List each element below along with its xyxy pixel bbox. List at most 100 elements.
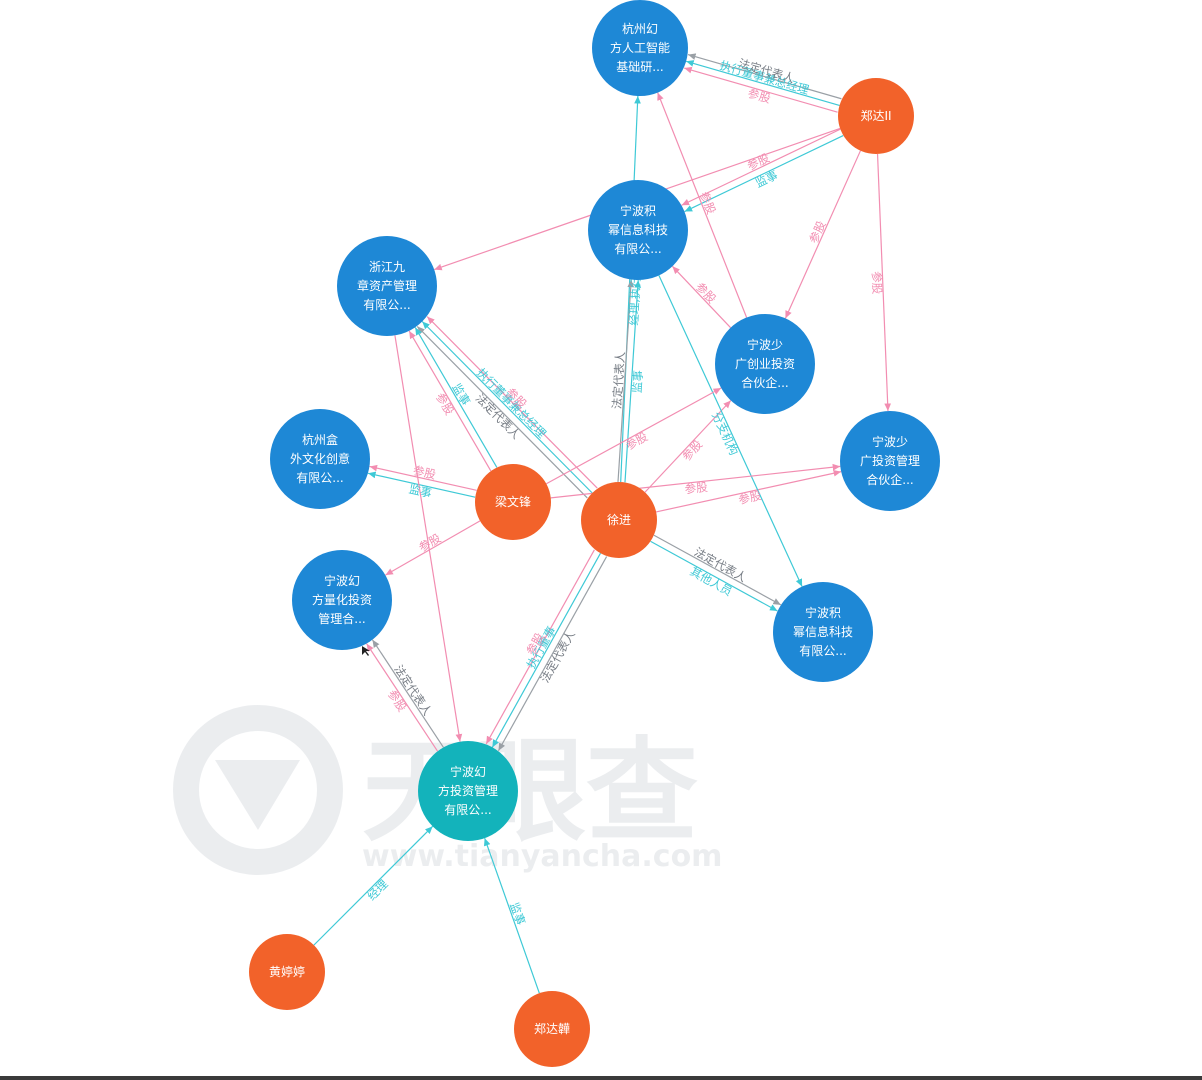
node-label: 浙江九 [369,260,405,274]
edge-position[interactable] [624,280,642,483]
company-node-nb_sg_tz[interactable]: 宁波少广投资管理合伙企... [840,411,940,511]
edge-position[interactable] [367,471,476,498]
edge-position[interactable] [421,321,593,494]
node-circle[interactable] [715,314,815,414]
edge-shareholding[interactable] [671,265,732,329]
edge-label: 参股 [623,429,650,453]
node-label: 方人工智能 [610,40,670,55]
edge-label: 参股 [684,480,709,496]
edge-shareholding[interactable] [656,469,842,513]
node-label: 合伙企... [741,375,788,390]
edge-position[interactable] [491,552,602,748]
person-node-zhengdasun[interactable]: 郑达韡 [514,991,590,1067]
edge-legal_rep[interactable] [653,534,782,606]
edge-shareholding[interactable] [366,643,439,752]
edge-legal_rep[interactable] [687,53,842,100]
company-node-hz_hw[interactable]: 杭州盒外文化创意有限公... [270,409,370,509]
node-label: 幂信息科技 [793,624,853,639]
edge-shareholding[interactable] [408,330,492,472]
edge-position[interactable] [483,837,540,994]
node-circle[interactable] [838,78,914,154]
company-node-nb_sg_cy[interactable]: 宁波少广创业投资合伙企... [715,314,815,414]
edge-position[interactable] [658,275,803,587]
node-label: 有限公... [614,242,661,256]
person-node-liangwenfeng[interactable]: 梁文锋 [475,464,551,540]
edge-shareholding[interactable] [546,387,722,485]
edge-shareholding[interactable] [876,153,892,412]
node-label: 有限公... [363,298,410,312]
node-label: 梁文锋 [495,494,531,509]
node-circle[interactable] [581,482,657,558]
node-circle[interactable] [475,464,551,540]
company-node-zj_jz[interactable]: 浙江九章资产管理有限公... [337,236,437,336]
node-layer: 杭州幻方人工智能基础研...郑达II宁波积幂信息科技有限公...浙江九章资产管理… [249,0,940,1067]
company-node-nb_jm1[interactable]: 宁波积幂信息科技有限公... [588,180,688,280]
edge-label: 参股 [697,190,719,217]
mouse-cursor-icon [362,646,370,656]
edge-shareholding[interactable] [394,335,463,742]
window-bottom-border [0,1076,1202,1080]
edge-shareholding[interactable] [485,549,595,745]
edge-position[interactable] [650,540,778,612]
node-circle[interactable] [270,409,370,509]
edge-legal_rep[interactable] [497,556,608,752]
edge-label: 参股 [746,86,772,106]
edge-shareholding[interactable] [385,520,481,576]
edge-label: 参股 [737,488,763,507]
edge-label: 参股 [806,218,828,245]
node-label: 管理合... [318,611,365,626]
node-label: 方投资管理 [438,783,498,798]
edge-label: 分支机构 [709,410,741,458]
edge-shareholding[interactable] [784,150,862,319]
watermark: 天眼查 www.tianyancha.com [173,705,722,875]
node-circle[interactable] [592,0,688,96]
company-node-nb_lh[interactable]: 宁波幻方量化投资管理合... [292,550,392,650]
watermark-brand: 天眼查 [362,727,698,857]
node-label: 宁波幻 [450,764,486,779]
node-circle[interactable] [249,934,325,1010]
edge-shareholding[interactable] [657,92,748,318]
node-circle[interactable] [773,582,873,682]
edge-shareholding[interactable] [644,400,732,493]
node-label: 宁波积 [620,203,656,218]
edge-position[interactable] [685,60,840,107]
edge-label: 监事 [408,482,434,501]
node-circle[interactable] [588,180,688,280]
edge-shareholding[interactable] [684,66,838,113]
edge-legal_rep[interactable] [617,279,635,482]
node-label: 广投资管理 [860,453,920,468]
watermark-logo-icon [173,705,343,875]
node-label: 有限公... [296,471,343,485]
edge-shareholding[interactable] [426,316,598,489]
edge-position[interactable] [620,95,641,483]
edge-label: 参股 [869,271,884,295]
edge-shareholding[interactable] [369,464,477,491]
edge-legal_rep[interactable] [416,326,588,499]
node-label: 广创业投资 [735,356,795,371]
node-label: 宁波积 [805,605,841,620]
node-label: 宁波少 [872,434,908,449]
node-label: 外文化创意 [290,451,350,466]
node-label: 宁波幻 [324,573,360,588]
edge-legal_rep[interactable] [371,639,444,748]
node-label: 方量化投资 [312,592,372,607]
node-circle[interactable] [292,550,392,650]
edge-label: 参股 [412,463,438,482]
edge-position[interactable] [414,327,498,468]
node-circle[interactable] [337,236,437,336]
company-node-nb_hf[interactable]: 宁波幻方投资管理有限公... [418,741,518,841]
person-node-xujin[interactable]: 徐进 [581,482,657,558]
company-node-nb_jm2[interactable]: 宁波积幂信息科技有限公... [773,582,873,682]
company-node-hf_ai[interactable]: 杭州幻方人工智能基础研... [592,0,688,96]
node-circle[interactable] [418,741,518,841]
edge-position[interactable] [684,135,844,213]
edge-shareholding[interactable] [681,128,841,206]
node-label: 郑达韡 [534,1021,570,1036]
person-node-huangtingting[interactable]: 黄婷婷 [249,934,325,1010]
edge-position[interactable] [313,825,434,946]
node-circle[interactable] [840,411,940,511]
node-circle[interactable] [514,991,590,1067]
edge-label: 法定代表人 [610,351,628,410]
person-node-zhengda[interactable]: 郑达II [838,78,914,154]
node-label: 有限公... [444,803,491,817]
